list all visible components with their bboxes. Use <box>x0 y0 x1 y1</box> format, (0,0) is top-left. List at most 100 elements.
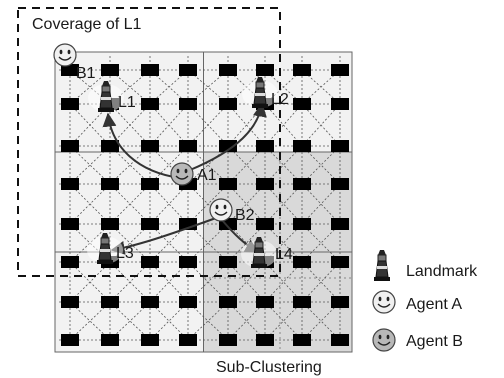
mesh-line <box>301 223 341 263</box>
mesh-line <box>264 145 303 185</box>
network-node <box>61 98 79 110</box>
legend-label-landmark: Landmark <box>406 263 478 280</box>
mesh-line <box>301 145 341 185</box>
mesh-line <box>264 261 303 303</box>
mesh-line <box>301 261 341 303</box>
network-node <box>179 98 197 110</box>
agent-b2-icon <box>209 198 233 222</box>
network-node <box>61 178 79 190</box>
network-node <box>219 178 237 190</box>
mesh-line <box>227 223 266 263</box>
network-node <box>219 140 237 152</box>
mesh-line <box>69 223 111 263</box>
mesh-line <box>264 223 303 263</box>
agent-label-b1: B1 <box>76 65 96 82</box>
mesh-line <box>187 145 229 185</box>
mesh-line <box>301 183 341 225</box>
mesh-line <box>301 145 341 185</box>
mesh-line <box>187 223 229 263</box>
network-node <box>293 218 311 230</box>
mesh-line <box>149 261 189 303</box>
network-node <box>293 64 311 76</box>
network-node <box>256 178 274 190</box>
mesh-line <box>227 145 266 185</box>
network-node <box>331 296 349 308</box>
mesh-line <box>69 145 111 185</box>
mesh-line <box>149 183 189 225</box>
mesh-line <box>187 103 229 147</box>
network-node <box>179 64 197 76</box>
network-node <box>141 256 159 268</box>
agent-a1-icon <box>170 162 194 186</box>
landmark-label-l3: L3 <box>116 245 134 262</box>
landmark-l4-icon <box>241 237 277 268</box>
network-node <box>219 98 237 110</box>
network-node <box>141 296 159 308</box>
mesh-line <box>149 223 189 263</box>
mesh-line <box>69 301 111 341</box>
network-node <box>61 334 79 346</box>
path-a1-to-l1 <box>102 112 181 179</box>
node-grid <box>61 64 349 346</box>
mesh-line <box>187 301 229 341</box>
coverage-label: Coverage of L1 <box>32 16 142 33</box>
landmark-l3-icon <box>87 233 123 264</box>
network-node <box>101 64 119 76</box>
mesh-line <box>187 223 229 263</box>
network-node <box>331 98 349 110</box>
mesh-line <box>264 103 303 147</box>
mesh-line <box>264 183 303 225</box>
landmark-l1-icon <box>88 81 124 112</box>
mesh-line <box>109 223 151 263</box>
agent-b1-icon <box>53 43 77 67</box>
network-node <box>293 98 311 110</box>
mesh-line <box>187 145 229 185</box>
mesh-line <box>109 145 151 185</box>
network-node <box>61 140 79 152</box>
mesh-line <box>187 183 229 225</box>
mesh-line <box>301 301 341 341</box>
network-node <box>256 140 274 152</box>
mesh-line <box>109 183 151 225</box>
network-node <box>61 218 79 230</box>
mesh-line <box>109 301 151 341</box>
cluster-cell <box>54 51 204 153</box>
mesh-line <box>264 103 303 147</box>
network-node <box>141 334 159 346</box>
path-a1-to-l2 <box>189 102 267 171</box>
legend-landmark-icon <box>364 250 400 281</box>
network-node <box>331 218 349 230</box>
mesh-line <box>187 261 229 303</box>
coverage-region <box>17 7 281 277</box>
mesh-line <box>149 301 189 341</box>
network-node <box>256 334 274 346</box>
mesh-line <box>109 301 151 341</box>
mesh-line <box>109 261 151 303</box>
legend-label-agent-a: Agent A <box>406 296 462 313</box>
network-node <box>331 178 349 190</box>
network-node <box>331 256 349 268</box>
mesh-line <box>227 183 266 225</box>
network-node <box>179 256 197 268</box>
coverage-label-bg <box>28 10 168 34</box>
mesh-line <box>227 261 266 303</box>
network-node <box>61 64 79 76</box>
network-node <box>61 256 79 268</box>
mesh-line <box>227 183 266 225</box>
mesh-line <box>69 301 111 341</box>
landmark-l2-icon <box>242 77 278 108</box>
mesh-line <box>69 261 111 303</box>
network-node <box>61 296 79 308</box>
network-node <box>293 334 311 346</box>
mesh-line <box>69 145 111 185</box>
network-node <box>293 140 311 152</box>
legend-label-agent-b: Agent B <box>406 333 463 350</box>
network-node <box>219 256 237 268</box>
network-node <box>293 178 311 190</box>
legend-agent-b-icon <box>372 328 396 352</box>
mesh-line <box>227 301 266 341</box>
network-node <box>141 140 159 152</box>
mesh-line <box>227 103 266 147</box>
agent-label-a1: A1 <box>197 167 217 184</box>
